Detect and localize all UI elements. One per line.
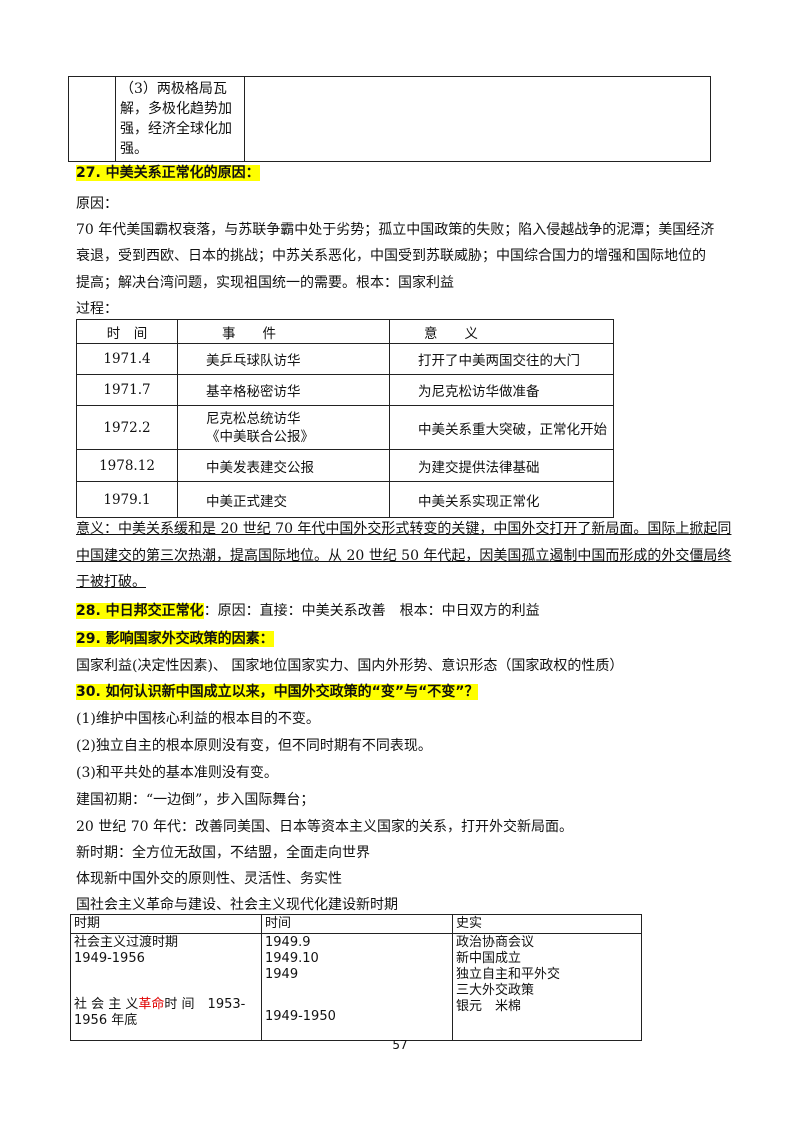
section-28-text: ：原因：直接：中美关系改善 根本：中日双方的利益 — [203, 603, 540, 619]
time-4: 1949-1950 — [265, 1009, 336, 1024]
fact-4: 三大外交政策 — [456, 983, 535, 998]
process-time-cell: 1971.4 — [76, 343, 178, 375]
section-29-text: 国家利益(决定性因素)、 国家地位国家实力、国内外形势、意识形态（国家政权的性质… — [76, 658, 624, 674]
process-event-cell: 中美发表建交公报 — [177, 449, 390, 482]
section-27-heading: 27. 中美关系正常化的原因： — [76, 165, 260, 181]
period-1-name: 社会主义过渡时期 — [74, 935, 179, 950]
fact-3: 独立自主和平外交 — [456, 967, 561, 982]
process-event-cell: 尼克松总统访华 《中美联合公报》 — [177, 405, 390, 450]
period-header-period: 时期 — [70, 914, 262, 934]
process-meaning-cell: 为尼克松访华做准备 — [389, 374, 614, 406]
table-row: 1978.12 中美发表建交公报 为建交提供法律基础 — [76, 449, 614, 482]
reason-line-3: 提高；解决台湾问题，实现祖国统一的需要。根本：国家利益 — [76, 275, 454, 291]
top-table-empty-cell-right — [244, 76, 711, 162]
table-row: 1972.2 尼克松总统访华 《中美联合公报》 中美关系重大突破，正常化开始 — [76, 405, 614, 450]
period-2-suffix: 时 间 1953- — [164, 997, 246, 1012]
period-2-red: 革命 — [138, 997, 165, 1012]
process-meaning-cell: 为建交提供法律基础 — [389, 449, 614, 482]
section-28-line: 28. 中日邦交正常化：原因：直接：中美关系改善 根本：中日双方的利益 — [76, 600, 540, 620]
section-30-line-3: (3)和平共处的基本准则没有变。 — [76, 765, 278, 781]
section-30-heading-line: 30. 如何认识新中国成立以来，中国外交政策的“变”与“不变”？ — [76, 681, 479, 701]
top-continuation-table: （3）两极格局瓦解，多极化趋势加强，经济全球化加强。 — [68, 76, 711, 162]
section-28-heading: 28. 中日邦交正常化 — [76, 603, 204, 619]
process-header-event: 事 件 — [177, 319, 390, 344]
section-30-line-2: (2)独立自主的根本原则没有变，但不同时期有不同表现。 — [76, 738, 432, 754]
section-30-line-5: 20 世纪 70 年代：改善同美国、日本等资本主义国家的关系，打开外交新局面。 — [76, 819, 573, 835]
page-number: 57 — [392, 1038, 408, 1052]
period-header-time: 时间 — [261, 914, 453, 934]
time-3: 1949 — [265, 967, 299, 982]
process-meaning-cell: 打开了中美两国交往的大门 — [389, 343, 614, 375]
time-1: 1949.9 — [265, 935, 311, 950]
process-time-cell: 1971.7 — [76, 374, 178, 406]
period-2-prefix: 社 会 主 义 — [74, 997, 139, 1012]
section-30-line-6: 新时期：全方位无敌国，不结盟，全面走向世界 — [76, 845, 370, 861]
time-cell: 1949.9 1949.10 1949 1949-1950 — [261, 933, 453, 1041]
process-event-cell: 基辛格秘密访华 — [177, 374, 390, 406]
process-event-cell: 中美正式建交 — [177, 481, 390, 518]
period-table: 时期 时间 史实 社会主义过渡时期 1949-1956 社 会 主 义革命时 间… — [70, 914, 642, 1041]
table-row: 社会主义过渡时期 1949-1956 社 会 主 义革命时 间 1953- 19… — [70, 933, 642, 1041]
facts-cell: 政治协商会议 新中国成立 独立自主和平外交 三大外交政策 银元 米棉 — [452, 933, 642, 1041]
table-row: 1971.4 美乒乓球队访华 打开了中美两国交往的大门 — [76, 343, 614, 375]
section-29-heading-line: 29. 影响国家外交政策的因素： — [76, 628, 274, 648]
process-header-meaning: 意 义 — [389, 319, 614, 344]
process-table-header-row: 时 间 事 件 意 义 — [76, 319, 614, 344]
period-1-years: 1949-1956 — [74, 951, 145, 966]
table-row: 1971.7 基辛格秘密访华 为尼克松访华做准备 — [76, 374, 614, 406]
process-time-cell: 1972.2 — [76, 405, 178, 450]
process-table: 时 间 事 件 意 义 1971.4 美乒乓球队访华 打开了中美两国交往的大门 … — [76, 319, 614, 518]
period-header-facts: 史实 — [452, 914, 642, 934]
period-cell: 社会主义过渡时期 1949-1956 社 会 主 义革命时 间 1953- 19… — [70, 933, 262, 1041]
fact-5: 银元 米棉 — [456, 999, 522, 1014]
section-30-line-7: 体现新中国外交的原则性、灵活性、务实性 — [76, 871, 342, 887]
period-2-end: 1956 年底 — [74, 1013, 138, 1028]
process-time-cell: 1978.12 — [76, 449, 178, 482]
process-meaning-cell: 中美关系重大突破，正常化开始 — [389, 405, 614, 450]
significance-line-2: 中国建交的第三次热潮，提高国际地位。从 20 世纪 50 年代起，因美国孤立遏制… — [76, 548, 732, 564]
period-2-line: 社 会 主 义革命时 间 1953- — [74, 997, 258, 1013]
section-27-heading-line: 27. 中美关系正常化的原因： — [76, 162, 260, 182]
reason-label: 原因： — [76, 196, 118, 212]
section-30-line-1: (1)维护中国核心利益的根本目的不变。 — [76, 711, 320, 727]
process-meaning-cell: 中美关系实现正常化 — [389, 481, 614, 518]
table-row: 1979.1 中美正式建交 中美关系实现正常化 — [76, 481, 614, 518]
process-header-time: 时 间 — [76, 319, 178, 344]
fact-2: 新中国成立 — [456, 951, 522, 966]
significance-line-1: 意义：中美关系缓和是 20 世纪 70 年代中国外交形式转变的关键，中国外交打开… — [76, 521, 732, 537]
section-30-line-8: 国社会主义革命与建设、社会主义现代化建设新时期 — [76, 897, 398, 913]
fact-1: 政治协商会议 — [456, 935, 535, 950]
process-event-cell: 美乒乓球队访华 — [177, 343, 390, 375]
time-2: 1949.10 — [265, 951, 319, 966]
process-time-cell: 1979.1 — [76, 481, 178, 518]
reason-line-1: 70 年代美国霸权衰落，与苏联争霸中处于劣势；孤立中国政策的失败；陷入侵越战争的… — [76, 222, 715, 238]
section-29-heading: 29. 影响国家外交政策的因素： — [76, 631, 274, 647]
process-label: 过程： — [76, 301, 118, 317]
top-table-empty-cell — [68, 76, 116, 162]
reason-line-2: 衰退，受到西欧、日本的挑战；中苏关系恶化，中国受到苏联威胁；中国综合国力的增强和… — [76, 248, 706, 264]
period-table-header-row: 时期 时间 史实 — [70, 914, 642, 934]
top-table-text-cell: （3）两极格局瓦解，多极化趋势加强，经济全球化加强。 — [115, 76, 245, 162]
significance-line-3: 于被打破。 — [76, 574, 146, 590]
section-30-line-4: 建国初期：“一边倒”，步入国际舞台； — [76, 792, 315, 808]
section-30-heading: 30. 如何认识新中国成立以来，中国外交政策的“变”与“不变”？ — [76, 684, 479, 700]
